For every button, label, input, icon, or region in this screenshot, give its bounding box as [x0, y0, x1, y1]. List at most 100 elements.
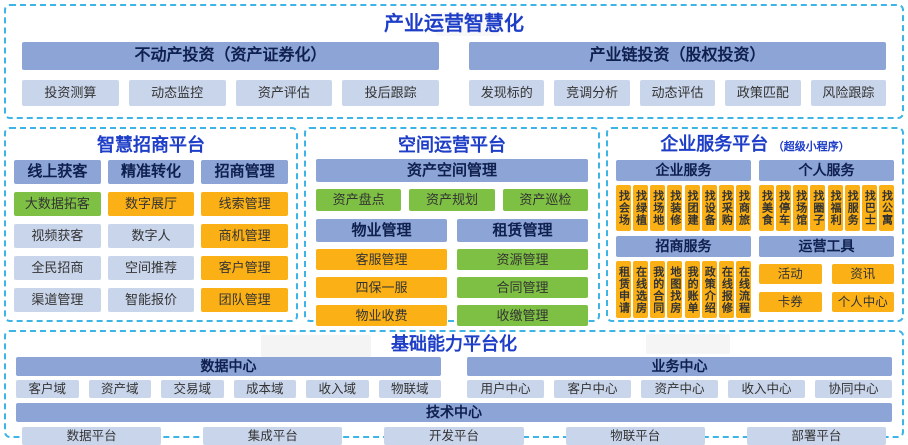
enterprise-service-panel: 企业服务平台 （超级小程序） 企业服务 找会场 找绿植 找场地 找装修 找团建 … — [606, 127, 904, 322]
business-center-group: 业务中心 用户中心 客户中心 资产中心 收入中心 协同中心 — [467, 357, 892, 398]
online-acquisition-column: 线上获客 大数据拓客 视频获客 全民招商 渠道管理 — [14, 160, 101, 312]
feature-chip: 客户域 — [16, 380, 79, 398]
feature-chip: 动态监控 — [128, 80, 226, 106]
vertical-feature-chip: 找场馆 — [793, 185, 809, 231]
enterprise-service-title-main: 企业服务平台 — [660, 134, 769, 154]
vertical-feature-chip: 在线选房 — [633, 261, 649, 318]
feature-chip: 全民招商 — [14, 256, 101, 280]
personal-services-header: 个人服务 — [759, 160, 894, 181]
feature-chip: 用户中心 — [467, 380, 544, 398]
feature-chip: 四保一服 — [316, 277, 447, 298]
vertical-feature-chip: 找巴士 — [861, 185, 877, 231]
feature-chip: 数字展厅 — [107, 192, 195, 216]
feature-chip: 物联平台 — [565, 427, 705, 445]
feature-chip: 成本域 — [233, 380, 296, 398]
data-center-group: 数据中心 客户域 资产域 交易域 成本域 收入域 物联域 — [16, 357, 441, 398]
feature-chip: 收入域 — [306, 380, 369, 398]
vertical-feature-chip: 找绿植 — [633, 185, 649, 231]
vertical-feature-chip: 找装修 — [667, 185, 683, 231]
feature-chip: 开发平台 — [384, 427, 524, 445]
feature-chip: 收缴管理 — [457, 305, 588, 326]
column-header: 招商管理 — [201, 160, 289, 184]
feature-chip: 资产盘点 — [316, 189, 402, 211]
space-operation-panel: 空间运营平台 资产空间管理 资产盘点 资产规划 资产巡检 物业管理 客服管理 四… — [304, 127, 600, 326]
feature-chip: 收入中心 — [728, 380, 805, 398]
vertical-feature-chip: 找公寓 — [878, 185, 894, 231]
vertical-feature-chip: 找商旅 — [735, 185, 751, 231]
vertical-feature-chip: 我的账单 — [684, 261, 700, 318]
feature-chip: 合同管理 — [457, 277, 588, 298]
vertical-feature-chip: 找停车 — [776, 185, 792, 231]
leasing-management-group: 租赁管理 资源管理 合同管理 收缴管理 — [457, 219, 588, 326]
personal-services-group: 个人服务 找美食 找停车 找场馆 找圈子 找福利 找服务 找巴士 找公寓 运营工… — [759, 160, 894, 318]
vertical-feature-chip: 租赁申请 — [616, 261, 631, 318]
feature-chip: 发现标的 — [469, 80, 545, 106]
basic-capability-panel: 基础能力平台化 数据中心 客户域 资产域 交易域 成本域 收入域 物联域 业务中… — [4, 330, 904, 445]
feature-chip: 数据平台 — [22, 427, 162, 445]
space-operation-title: 空间运营平台 — [398, 135, 506, 155]
industry-operation-panel: 产业运营智慧化 不动产投资（资产证券化） 投资测算 动态监控 资产评估 投后跟踪… — [4, 4, 904, 119]
feature-chip: 活动 — [759, 264, 822, 284]
industry-chain-investment-header: 产业链投资（股权投资） — [469, 42, 886, 70]
feature-chip: 协同中心 — [815, 380, 892, 398]
vertical-feature-chip: 我的合同 — [650, 261, 666, 318]
column-header: 线上获客 — [14, 160, 101, 184]
vertical-feature-chip: 找会场 — [616, 185, 631, 231]
feature-chip: 物业收费 — [316, 305, 447, 326]
asset-space-management-header: 资产空间管理 — [316, 159, 588, 182]
smart-investment-title: 智慧招商平台 — [97, 135, 205, 155]
feature-chip: 集成平台 — [203, 427, 343, 445]
feature-chip: 线索管理 — [201, 192, 289, 216]
feature-chip: 客户中心 — [554, 380, 631, 398]
feature-chip: 渠道管理 — [14, 288, 101, 312]
feature-chip: 视频获客 — [14, 224, 101, 248]
data-center-header: 数据中心 — [16, 357, 441, 376]
vertical-feature-chip: 找团建 — [684, 185, 700, 231]
feature-chip: 部署平台 — [746, 427, 887, 445]
feature-chip: 大数据拓客 — [14, 192, 101, 216]
real-estate-investment-group: 不动产投资（资产证券化） 投资测算 动态监控 资产评估 投后跟踪 — [22, 42, 439, 106]
operation-tools-header: 运营工具 — [759, 236, 894, 257]
vertical-feature-chip: 找场地 — [650, 185, 666, 231]
background-silhouette — [646, 334, 730, 354]
feature-chip: 商机管理 — [201, 224, 289, 248]
investment-services-header: 招商服务 — [616, 236, 751, 257]
feature-chip: 资产评估 — [235, 80, 333, 106]
feature-chip: 资源管理 — [457, 249, 588, 270]
precision-conversion-column: 精准转化 数字展厅 数字人 空间推荐 智能报价 — [107, 160, 195, 312]
feature-chip: 动态评估 — [639, 80, 716, 106]
vertical-feature-chip: 地图找房 — [667, 261, 683, 318]
column-header: 精准转化 — [107, 160, 195, 184]
smart-investment-panel: 智慧招商平台 线上获客 大数据拓客 视频获客 全民招商 渠道管理 精准转化 数字… — [4, 127, 298, 322]
vertical-feature-chip: 找福利 — [827, 185, 843, 231]
vertical-feature-chip: 找服务 — [844, 185, 860, 231]
property-management-header: 物业管理 — [316, 219, 447, 242]
vertical-feature-chip: 在线报修 — [718, 261, 734, 318]
property-management-group: 物业管理 客服管理 四保一服 物业收费 — [316, 219, 447, 326]
vertical-feature-chip: 在线流程 — [735, 261, 751, 318]
feature-chip: 个人中心 — [831, 292, 894, 312]
investment-management-column: 招商管理 线索管理 商机管理 客户管理 团队管理 — [201, 160, 289, 312]
enterprise-services-group: 企业服务 找会场 找绿植 找场地 找装修 找团建 找设备 找采购 找商旅 招商服… — [616, 160, 751, 318]
feature-chip: 风险跟踪 — [810, 80, 887, 106]
background-silhouette — [436, 12, 500, 36]
vertical-feature-chip: 找圈子 — [810, 185, 826, 231]
investment-groups: 不动产投资（资产证券化） 投资测算 动态监控 资产评估 投后跟踪 产业链投资（股… — [6, 39, 902, 106]
feature-chip: 资产域 — [88, 380, 151, 398]
feature-chip: 卡券 — [759, 292, 822, 312]
feature-chip: 投后跟踪 — [342, 80, 439, 106]
industry-chain-investment-group: 产业链投资（股权投资） 发现标的 竞调分析 动态评估 政策匹配 风险跟踪 — [469, 42, 887, 106]
feature-chip: 智能报价 — [107, 288, 195, 312]
feature-chip: 客服管理 — [316, 249, 447, 270]
feature-chip: 资产规划 — [409, 189, 495, 211]
real-estate-investment-header: 不动产投资（资产证券化） — [22, 42, 439, 70]
basic-capability-title: 基础能力平台化 — [391, 334, 517, 354]
tech-center-header: 技术中心 — [16, 403, 892, 422]
feature-chip: 客户管理 — [201, 256, 289, 280]
feature-chip: 交易域 — [161, 380, 224, 398]
background-silhouette — [261, 335, 371, 359]
vertical-feature-chip: 找美食 — [759, 185, 774, 231]
enterprise-service-title: 企业服务平台 （超级小程序） — [616, 132, 894, 159]
feature-chip: 空间推荐 — [107, 256, 195, 280]
feature-chip: 资产中心 — [641, 380, 718, 398]
